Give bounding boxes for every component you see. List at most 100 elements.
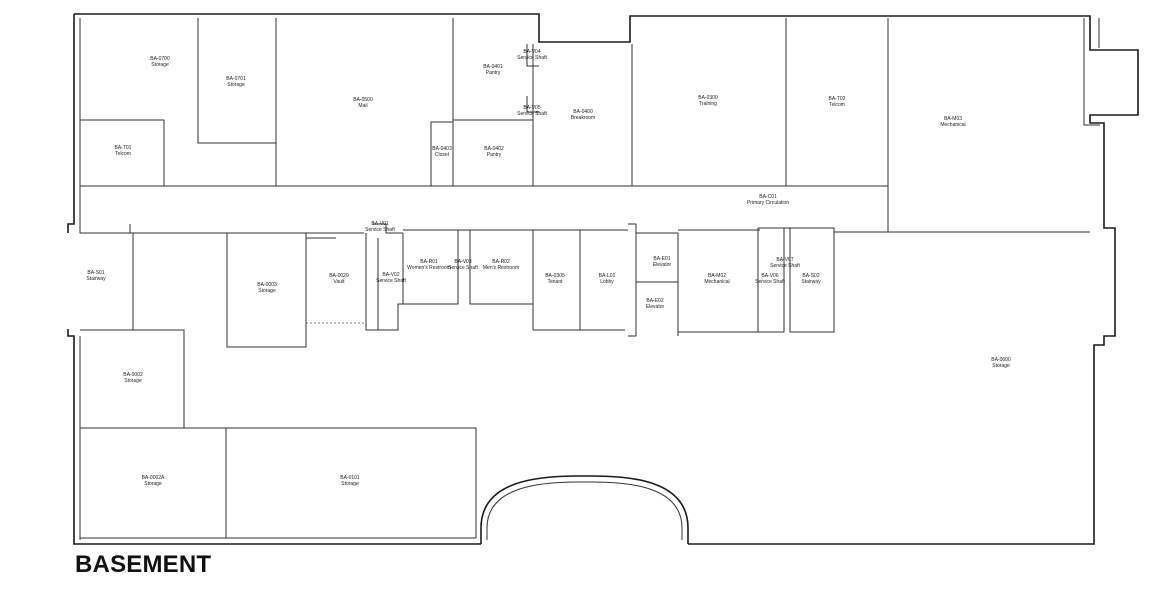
room-id: BA-T02	[829, 96, 846, 102]
room-name: Mechanical	[940, 122, 965, 128]
room-id: BA-0101	[340, 475, 360, 481]
room-id: BA-M03	[944, 116, 962, 122]
room-name: Elevator	[646, 304, 665, 310]
room-name: Storage	[124, 378, 142, 384]
room-id: BA-S02	[802, 273, 819, 279]
room-id: BA-V01	[371, 221, 388, 227]
room-name: Primary Circulation	[747, 200, 789, 206]
room-name: Mechanical	[704, 279, 729, 285]
room-id: BA-0400	[573, 109, 593, 115]
room-id: BA-T01	[115, 145, 132, 151]
room-name: Storage	[227, 82, 245, 88]
room-id: BA-R01	[420, 259, 438, 265]
room-id: BA-E02	[646, 298, 663, 304]
room-name: Service Shaft	[448, 265, 478, 271]
room-id: BA-R02	[492, 259, 510, 265]
room-name: Women's Restroom	[407, 265, 451, 271]
room-name: Training	[699, 101, 717, 107]
room-name: Service Shaft	[755, 279, 785, 285]
room-name: Storage	[341, 481, 359, 487]
room-id: BA-E01	[653, 256, 670, 262]
exterior-walls	[67, 13, 1139, 545]
room-name: Service Shaft	[365, 227, 395, 233]
room-id: BA-L01	[599, 273, 616, 279]
room-name: Breakroom	[571, 115, 595, 121]
room-name: Storage	[992, 363, 1010, 369]
room-id: BA-V03	[454, 259, 471, 265]
room-id: BA-V05	[523, 105, 540, 111]
room-name: Pantry	[487, 152, 502, 158]
room-name: Stairway	[86, 276, 106, 282]
room-name: Storage	[258, 288, 276, 294]
room-id: BA-0500	[353, 97, 373, 103]
room-name: Elevator	[653, 262, 672, 268]
room-name: Service Shaft	[770, 263, 800, 269]
room-name: Lobby	[600, 279, 614, 285]
room-name: Service Shaft	[517, 111, 547, 117]
room-id: BA-0700	[150, 56, 170, 62]
room-name: Service Shaft	[376, 278, 406, 284]
room-id: BA-V02	[382, 272, 399, 278]
room-name: Service Shaft	[517, 55, 547, 61]
room-name: Telcom	[829, 102, 845, 108]
room-id: BA-0003	[257, 282, 277, 288]
room-id: BA-0300	[698, 95, 718, 101]
room-id: BA-V04	[523, 49, 540, 55]
room-id: BA-0402	[484, 146, 504, 152]
room-id: BA-0600	[991, 357, 1011, 363]
room-name: Storage	[151, 62, 169, 68]
room-name: Telcom	[115, 151, 131, 157]
room-id: BA-0701	[226, 76, 246, 82]
room-id: BA-0002A	[142, 475, 165, 481]
room-name: Vault	[333, 279, 345, 285]
room-id: BA-0002	[123, 372, 143, 378]
room-id: BA-C01	[759, 194, 777, 200]
room-id: BA-0401	[483, 64, 503, 70]
room-name: Men's Restroom	[483, 265, 519, 271]
room-id: BA-0403	[432, 146, 452, 152]
room-name: Stairway	[801, 279, 821, 285]
room-name: Mail	[358, 103, 367, 109]
room-id: BA-0305	[545, 273, 565, 279]
room-id: BA-S01	[87, 270, 104, 276]
room-name: Storage	[144, 481, 162, 487]
room-name: Closet	[435, 152, 450, 158]
floor-title: BASEMENT	[75, 551, 212, 578]
interior-walls	[79, 18, 1090, 539]
room-name: Tenant	[547, 279, 563, 285]
room-id: BA-V07	[776, 257, 793, 263]
